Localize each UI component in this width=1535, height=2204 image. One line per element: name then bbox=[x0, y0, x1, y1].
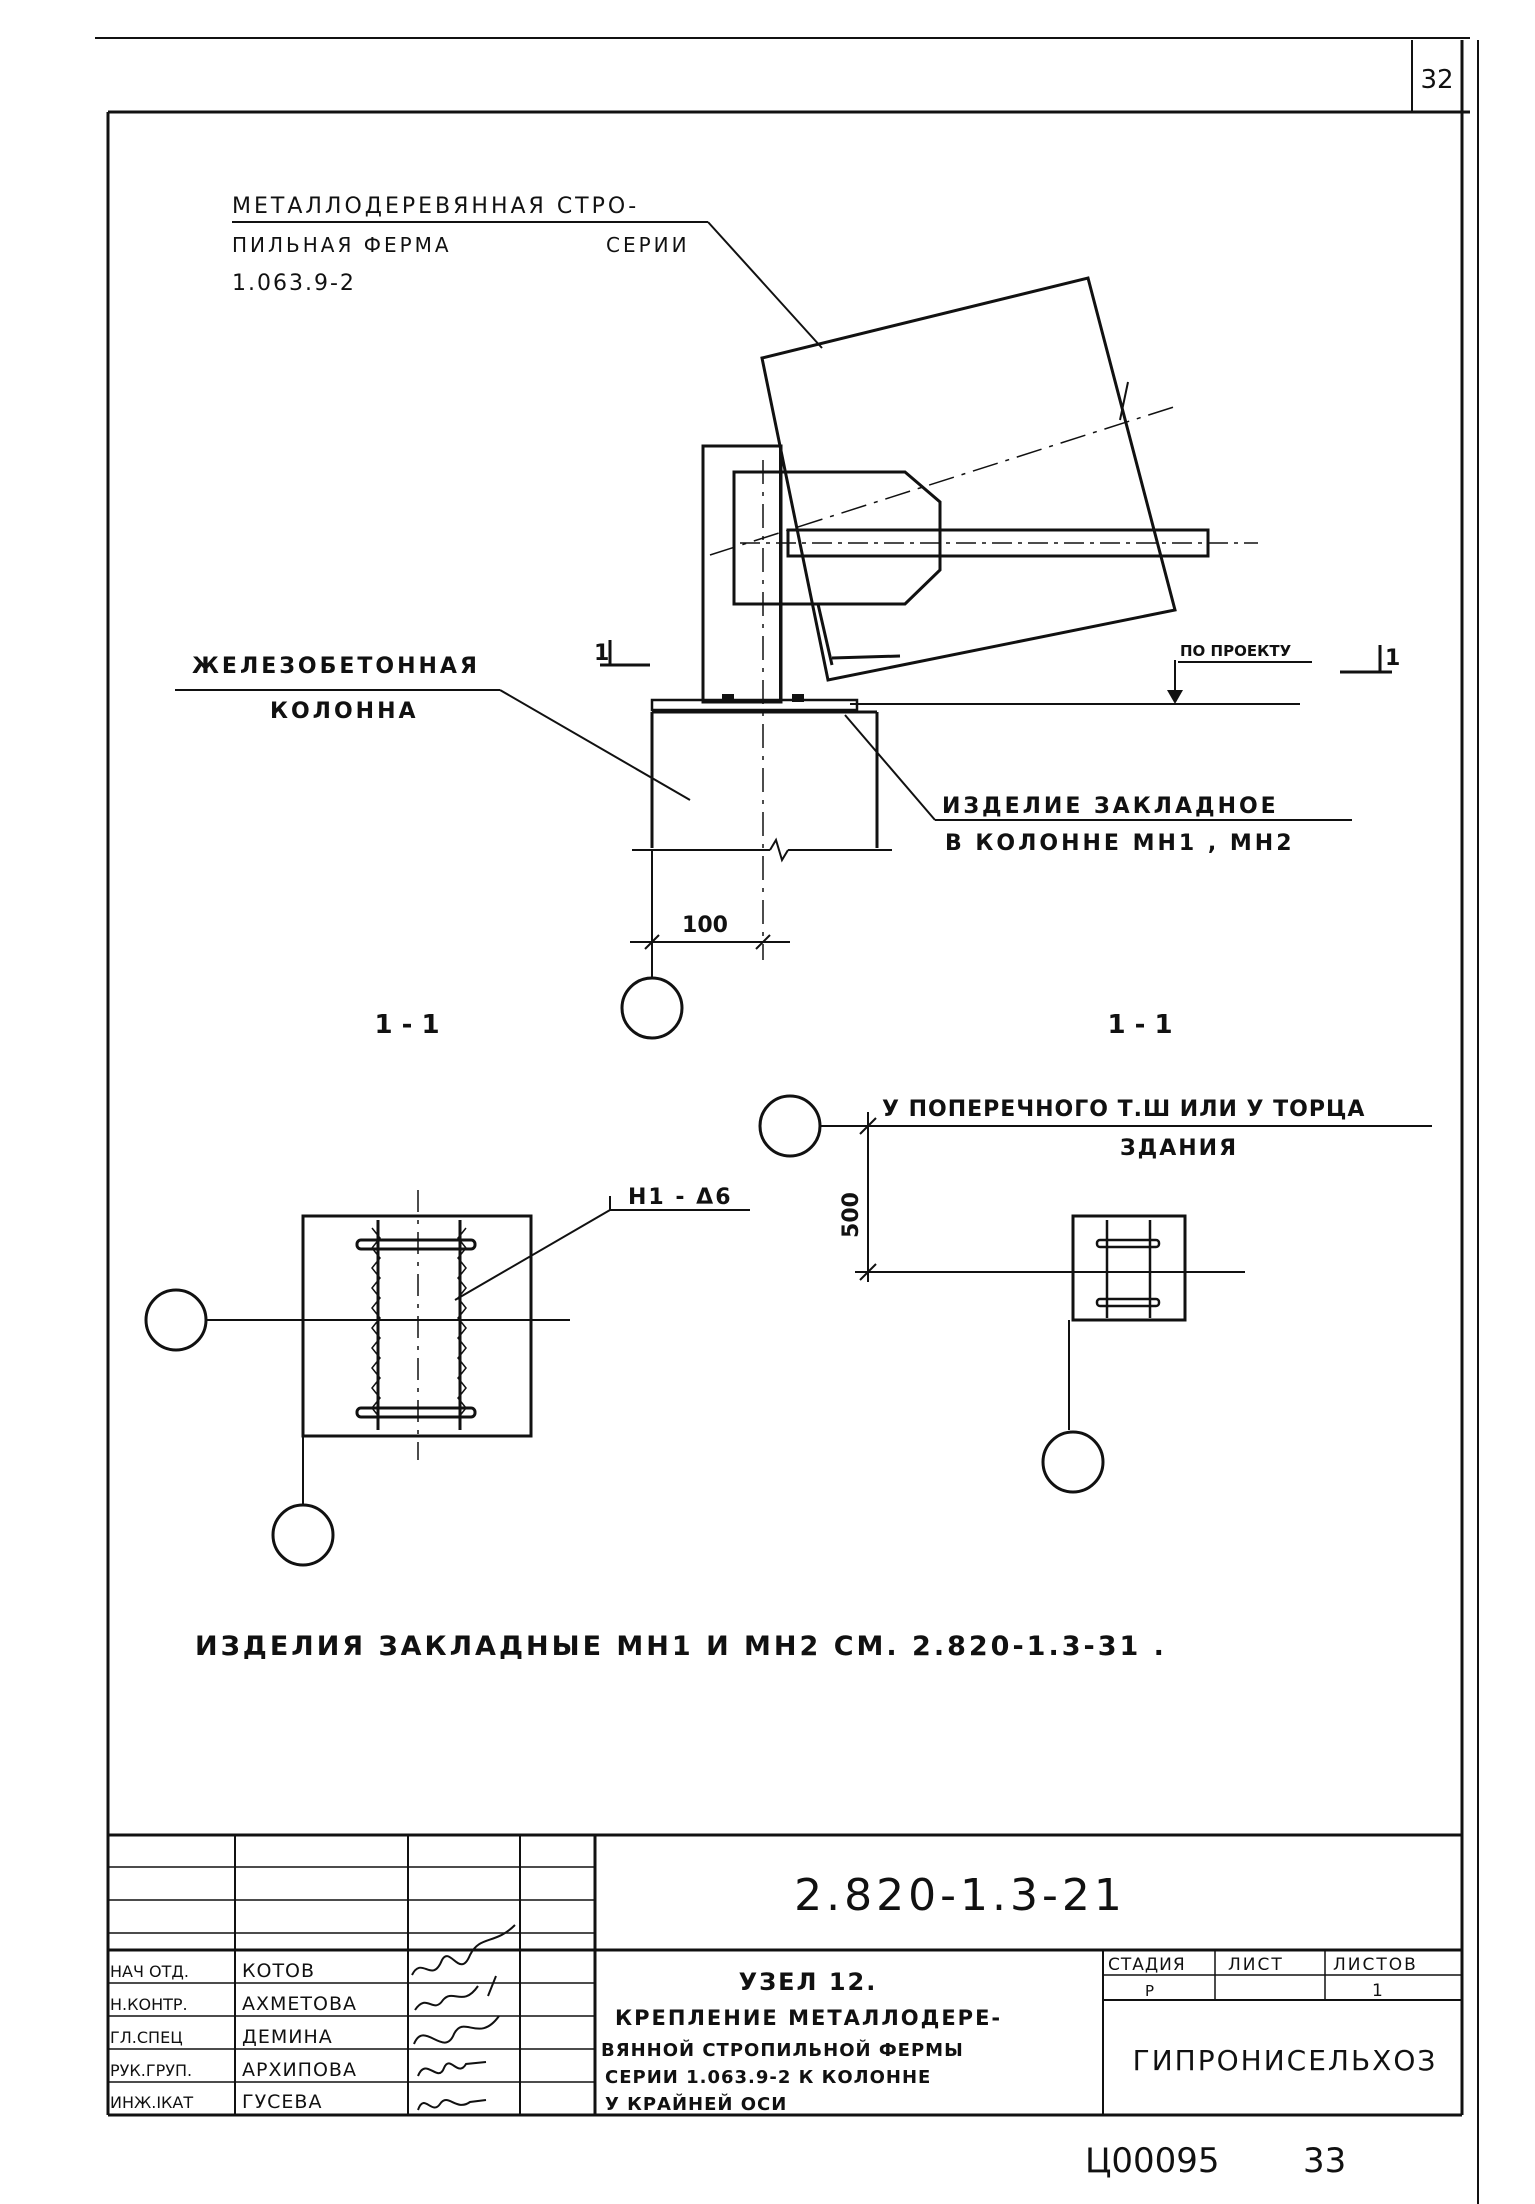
dim-100: 100 bbox=[682, 913, 728, 938]
stage-value: Р bbox=[1145, 1982, 1154, 2000]
axis-bubble-cross bbox=[758, 1094, 822, 1158]
name-0: КОТОВ bbox=[242, 1960, 315, 1982]
embedded-label-line2: В КОЛОННЕ МН1 , МН2 bbox=[945, 831, 1295, 856]
title-line5: У КРАЙНЕЙ ОСИ bbox=[605, 2093, 787, 2115]
cross-axis-label-line2: ЗДАНИЯ bbox=[1120, 1136, 1238, 1161]
by-project-label: ПО ПРОЕКТУ bbox=[1180, 642, 1292, 660]
axis-bubble-left-horizontal bbox=[144, 1288, 208, 1352]
footer-page: 33 bbox=[1303, 2141, 1346, 2181]
title-line4: СЕРИИ 1.063.9-2 К КОЛОННЕ bbox=[605, 2067, 931, 2088]
svg-text:1: 1 bbox=[594, 641, 609, 666]
truss-leader-line bbox=[707, 221, 823, 349]
steel-shoe-plate bbox=[701, 444, 783, 704]
title-line1: УЗЕЛ 12. bbox=[739, 1968, 878, 1996]
column-label-line1: ЖЕЛЕЗОБЕТОННАЯ bbox=[192, 654, 480, 679]
shoe-gusset bbox=[732, 470, 942, 606]
dim-500: 500 bbox=[839, 1192, 864, 1238]
name-3: АРХИПОВА bbox=[242, 2059, 357, 2081]
truss-label-line2b: СЕРИИ bbox=[606, 233, 690, 257]
sheet-frame bbox=[95, 37, 1479, 2204]
sheets-value: 1 bbox=[1372, 1981, 1383, 2001]
elevation-view: МЕТАЛЛОДЕРЕВЯННАЯ СТРО- ПИЛЬНАЯ ФЕРМА СЕ… bbox=[175, 194, 1400, 1040]
name-1: АХМЕТОВА bbox=[242, 1993, 357, 2015]
role-2: ГЛ.СПЕЦ bbox=[110, 2028, 183, 2047]
truss-label-line2: ПИЛЬНАЯ ФЕРМА bbox=[232, 233, 452, 257]
sheet-number: 32 bbox=[1420, 65, 1453, 95]
weld-label: Н1 - Δ6 bbox=[628, 1185, 733, 1210]
section-mark-left: 1 bbox=[594, 640, 650, 667]
section-title-right: 1 - 1 bbox=[1107, 1010, 1172, 1040]
name-2: ДЕМИНА bbox=[242, 2026, 333, 2048]
sheet-header: ЛИСТ bbox=[1228, 1955, 1284, 1975]
section-title-left: 1 - 1 bbox=[374, 1010, 439, 1040]
footer-code: Ц00095 bbox=[1085, 2141, 1220, 2181]
organization: ГИПРОНИСЕЛЬХОЗ bbox=[1133, 2044, 1438, 2077]
note-embedded-parts: ИЗДЕЛИЯ ЗАКЛАДНЫЕ МН1 И МН2 СМ. 2.820-1.… bbox=[195, 1631, 1167, 1662]
section-mark-right: 1 bbox=[1340, 645, 1400, 674]
name-4: ГУСЕВА bbox=[242, 2091, 322, 2113]
column-leader-line bbox=[499, 689, 691, 801]
role-0: НАЧ ОТД. bbox=[110, 1962, 189, 1981]
role-1: Н.КОНТР. bbox=[110, 1995, 188, 2014]
sheets-header: ЛИСТОВ bbox=[1333, 1955, 1418, 1975]
title-block bbox=[108, 1833, 1462, 2117]
truss-label-line3: 1.063.9-2 bbox=[232, 271, 356, 296]
title-line2: КРЕПЛЕНИЕ МЕТАЛЛОДЕРЕ- bbox=[615, 2006, 1002, 2030]
plan-view-right: У ПОПЕРЕЧНОГО Т.Ш ИЛИ У ТОРЦА ЗДАНИЯ 500 bbox=[758, 1094, 1432, 1494]
title-line3: ВЯННОЙ СТРОПИЛЬНОЙ ФЕРМЫ bbox=[601, 2039, 964, 2061]
svg-text:1: 1 bbox=[1385, 646, 1400, 671]
embedded-label-line1: ИЗДЕЛИЕ ЗАКЛАДНОЕ bbox=[942, 794, 1279, 819]
plan-view-left: Н1 - Δ6 bbox=[144, 1185, 750, 1567]
axis-bubble-right bbox=[1041, 1430, 1105, 1494]
doc-code: 2.820-1.3-21 bbox=[794, 1870, 1126, 1921]
axis-bubble-left-vertical bbox=[271, 1503, 335, 1567]
signatures bbox=[411, 1924, 516, 2111]
stage-header: СТАДИЯ bbox=[1108, 1955, 1186, 1975]
cross-axis-label-line1: У ПОПЕРЕЧНОГО Т.Ш ИЛИ У ТОРЦА bbox=[882, 1097, 1365, 1122]
truss-body bbox=[760, 276, 1177, 682]
truss-label-line1: МЕТАЛЛОДЕРЕВЯННАЯ СТРО- bbox=[232, 194, 639, 219]
role-3: РУК.ГРУП. bbox=[110, 2061, 192, 2080]
axis-bubble-elevation bbox=[620, 976, 684, 1040]
role-4: ИНЖ.IКАТ bbox=[110, 2093, 193, 2112]
column-label-line2: КОЛОННА bbox=[270, 699, 419, 724]
